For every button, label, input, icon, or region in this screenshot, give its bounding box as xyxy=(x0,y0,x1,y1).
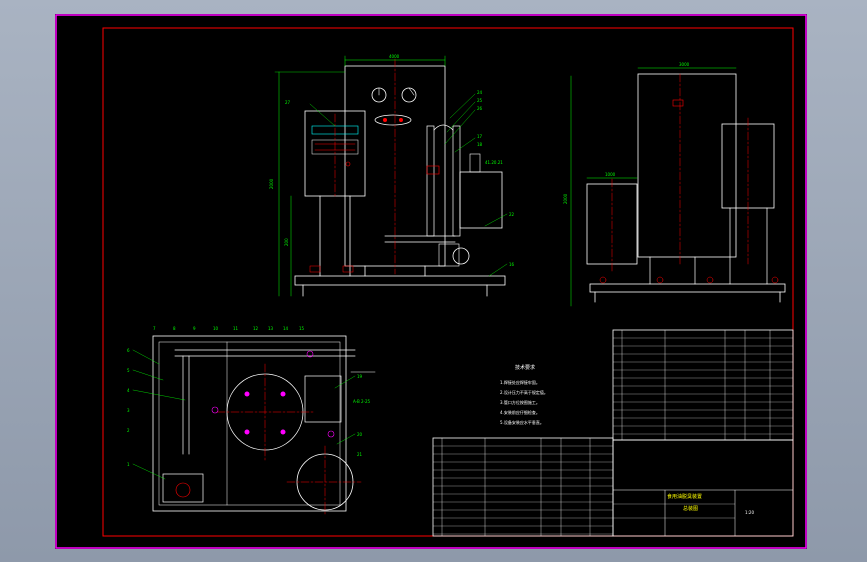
plan-label-21: 21 xyxy=(357,452,363,457)
side-height-dimension: 2000 xyxy=(563,193,568,204)
outer-frame xyxy=(55,14,807,549)
front-label-25: 25 xyxy=(477,98,483,103)
plan-label-6: 6 xyxy=(127,348,130,353)
front-height-dimension: 2000 xyxy=(269,178,274,189)
front-label-27: 27 xyxy=(285,100,291,105)
plan-label-9: 9 xyxy=(193,326,196,331)
plan-label-13: 13 xyxy=(268,326,274,331)
plan-flow-note: A-B 2-25 xyxy=(353,399,370,404)
tech-note-4: 4.安装前应仔细检查。 xyxy=(500,409,540,415)
front-label-18: 18 xyxy=(477,142,483,147)
title-block-subtitle: 总装图 xyxy=(683,505,698,512)
parts-list: 食用油脱臭装置 总装图 1:20 xyxy=(432,329,794,537)
tech-note-3: 3.管口方位按图施工。 xyxy=(500,399,540,405)
front-label-26: 26 xyxy=(477,106,483,111)
front-label-16: 16 xyxy=(509,262,515,267)
plan-label-4: 4 xyxy=(127,388,130,393)
front-label-24: 24 xyxy=(477,90,483,95)
front-sub-dimension: 200 xyxy=(284,238,289,246)
tech-note-5: 5.设备安装应水平垂直。 xyxy=(500,419,544,425)
plan-label-3: 3 xyxy=(127,408,130,413)
side-top-dimension: 3000 xyxy=(679,62,690,67)
title-block-scale: 1:20 xyxy=(745,510,754,515)
plan-label-8: 8 xyxy=(173,326,176,331)
plan-label-15: 15 xyxy=(299,326,305,331)
plan-label-19: 19 xyxy=(357,374,363,379)
side-view: 3000 2000 1000 xyxy=(563,62,786,307)
plan-label-1: 1 xyxy=(127,462,130,467)
plan-label-12: 12 xyxy=(253,326,259,331)
plan-label-7: 7 xyxy=(153,326,156,331)
plan-view: 1 2 3 4 5 6 7 8 9 10 11 12 13 14 15 19 2… xyxy=(127,326,376,517)
title-block-title: 食用油脱臭装置 xyxy=(667,493,702,500)
front-label-17: 17 xyxy=(477,134,483,139)
tech-note-2: 2.设计压力不高于规定值。 xyxy=(500,389,548,395)
plan-label-10: 10 xyxy=(213,326,219,331)
plan-label-11: 11 xyxy=(233,326,239,331)
drawing-border xyxy=(102,27,794,537)
cad-drawing: 4000 2000 200 41.20.21 27 24 25 26 17 xyxy=(55,14,807,549)
front-label-22: 22 xyxy=(509,212,515,217)
plan-label-14: 14 xyxy=(283,326,289,331)
tech-note-1: 1.焊接处应焊接牢固。 xyxy=(500,379,540,385)
side-bottom-dimension: 1000 xyxy=(605,172,616,177)
plan-label-5: 5 xyxy=(127,368,130,373)
front-top-dimension: 4000 xyxy=(389,54,400,59)
plan-label-20: 20 xyxy=(357,432,363,437)
front-view: 4000 2000 200 41.20.21 27 24 25 26 17 xyxy=(269,54,515,297)
front-level-dimension: 41.20.21 xyxy=(485,160,503,165)
drawing-sheet: 4000 2000 200 41.20.21 27 24 25 26 17 xyxy=(55,14,807,549)
plan-label-2: 2 xyxy=(127,428,130,433)
tech-notes-title: 技术要求 xyxy=(515,364,535,371)
technical-notes: 技术要求 1.焊接处应焊接牢固。 2.设计压力不高于规定值。 3.管口方位按图施… xyxy=(500,364,548,425)
